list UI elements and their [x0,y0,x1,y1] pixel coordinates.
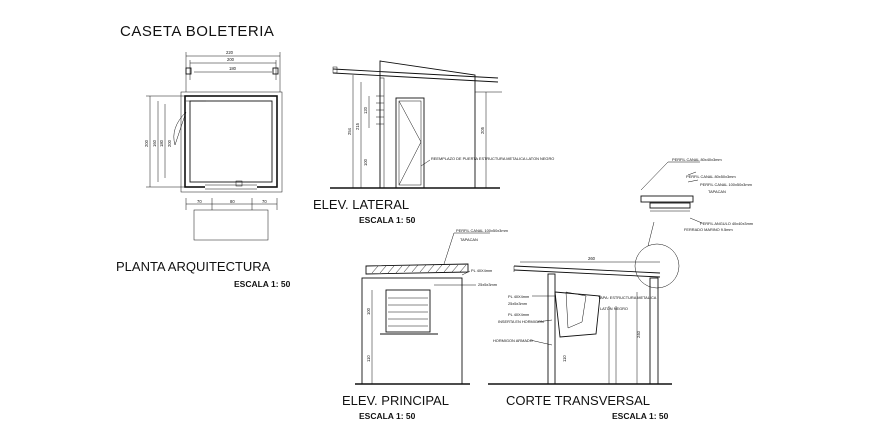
svg-text:70: 70 [197,199,202,204]
plan-dim-inner-top: 200 [227,57,235,62]
front-scale: ESCALA 1: 50 [359,411,416,421]
svg-text:254: 254 [347,127,352,135]
svg-text:205: 205 [480,126,485,134]
svg-text:110: 110 [562,355,567,362]
svg-text:215: 215 [355,122,360,130]
svg-text:TAPACAN: TAPACAN [460,237,478,242]
svg-text:TAPACAN: TAPACAN [708,189,726,194]
detail-view: PERFIL CANAL 80x40x3mm PERFIL CANAL 80x5… [640,157,753,232]
svg-text:PERFIL CANAL 100x50x3mm: PERFIL CANAL 100x50x3mm [700,182,752,187]
svg-text:180: 180 [159,139,164,147]
svg-text:100: 100 [366,307,371,315]
svg-text:PL 40X4mm: PL 40X4mm [508,312,529,317]
svg-text:TAPA: ESTRUCTURA METALICA: TAPA: ESTRUCTURA METALICA [598,295,657,300]
svg-text:120: 120 [363,106,368,114]
svg-text:PL 40X4mm: PL 40X4mm [508,294,529,299]
svg-text:25x5x3mm: 25x5x3mm [478,282,497,287]
plan-label: PLANTA ARQUITECTURA [116,259,271,274]
plan-view: 220 200 180 200 160 180 200 [116,50,291,289]
section-scale: ESCALA 1: 50 [612,411,669,421]
svg-text:PERFIL CANAL 80x50x3mm: PERFIL CANAL 80x50x3mm [686,174,736,179]
front-elevation: 100 110 PERFIL CANAL 100x50x3mm TAPACAN … [342,228,508,421]
svg-text:PERFIL CANAL 100x50x3mm: PERFIL CANAL 100x50x3mm [456,228,508,233]
svg-text:REEMPLAZO DE PUERTA ESTRUCTURA: REEMPLAZO DE PUERTA ESTRUCTURA METALICA … [431,156,554,161]
svg-text:100: 100 [363,158,368,166]
plan-scale: ESCALA 1: 50 [234,279,291,289]
section-label: CORTE TRANSVERSAL [506,393,650,408]
svg-text:80: 80 [230,199,235,204]
svg-text:INSERTA EN HORMIGON: INSERTA EN HORMIGON [498,319,544,324]
svg-text:LATON NEGRO: LATON NEGRO [600,306,628,311]
front-label: ELEV. PRINCIPAL [342,393,449,408]
svg-text:25x5x3mm: 25x5x3mm [508,301,527,306]
svg-text:PERFIL ANGULO 40x40x3mm: PERFIL ANGULO 40x40x3mm [700,221,753,226]
plan-dim-inner-mid: 180 [229,66,237,71]
svg-text:PERFIL CANAL 80x40x3mm: PERFIL CANAL 80x40x3mm [672,157,722,162]
svg-text:200: 200 [144,139,149,147]
drawing-title: CASETA BOLETERIA [120,23,274,40]
svg-text:PL 40X4mm: PL 40X4mm [471,268,492,273]
cross-section: 260 110 240 PL 40X4mm 25x5x3mm PL 40X4mm… [488,221,680,421]
side-label: ELEV. LATERAL [313,197,409,212]
svg-text:200: 200 [167,139,172,147]
svg-text:160: 160 [152,139,157,147]
svg-text:240: 240 [636,330,641,338]
side-elevation: 254 215 120 100 205 REEMPLAZO DE PUERTA … [313,60,554,225]
svg-text:260: 260 [588,256,596,261]
side-scale: ESCALA 1: 50 [359,215,416,225]
svg-text:FERRADO MARINO 9.5mm: FERRADO MARINO 9.5mm [684,227,733,232]
plan-dim-overall: 220 [226,50,234,55]
svg-text:70: 70 [262,199,267,204]
svg-text:110: 110 [366,355,371,362]
svg-text:HORMIGON ARMADO: HORMIGON ARMADO [493,338,533,343]
